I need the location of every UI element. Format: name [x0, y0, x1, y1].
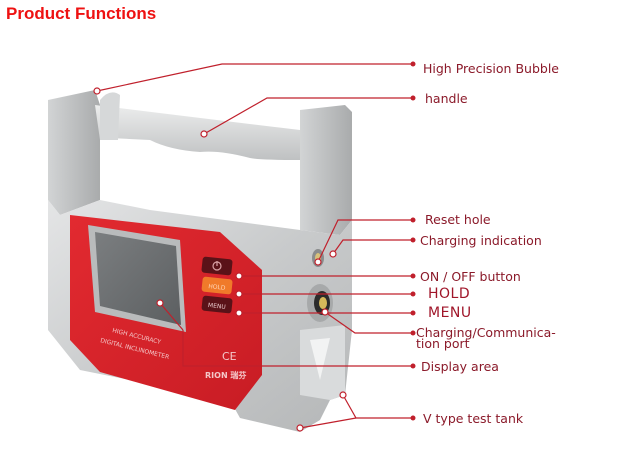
menu-button [201, 295, 233, 314]
callout-display-area: Display area [421, 359, 499, 374]
hold-button [201, 276, 233, 295]
callout-dots [410, 61, 416, 421]
callout-charging-indication: Charging indication [420, 233, 542, 248]
callout-v-type-test-tank: V type test tank [423, 411, 524, 426]
svg-text:RION 瑞芬: RION 瑞芬 [205, 370, 247, 380]
page-title: Product Functions [6, 4, 157, 23]
device-body [48, 90, 352, 432]
callout-handle: handle [425, 91, 468, 106]
front-buttons: HOLD MENU [201, 256, 233, 314]
callout-high-precision-bubble: High Precision Bubble [423, 61, 559, 76]
svg-text:CE: CE [222, 350, 237, 363]
callout-menu: MENU [428, 305, 472, 321]
callout-hold: HOLD [428, 286, 471, 302]
callout-on-off-button: ON / OFF button [420, 269, 521, 284]
callout-anchors [93, 87, 347, 432]
callout-reset-hole: Reset hole [425, 212, 491, 227]
svg-text:MENU: MENU [208, 302, 226, 311]
callout-charging-communication-port: Charging/Communica-tion port [416, 325, 556, 351]
svg-text:HOLD: HOLD [208, 283, 226, 292]
